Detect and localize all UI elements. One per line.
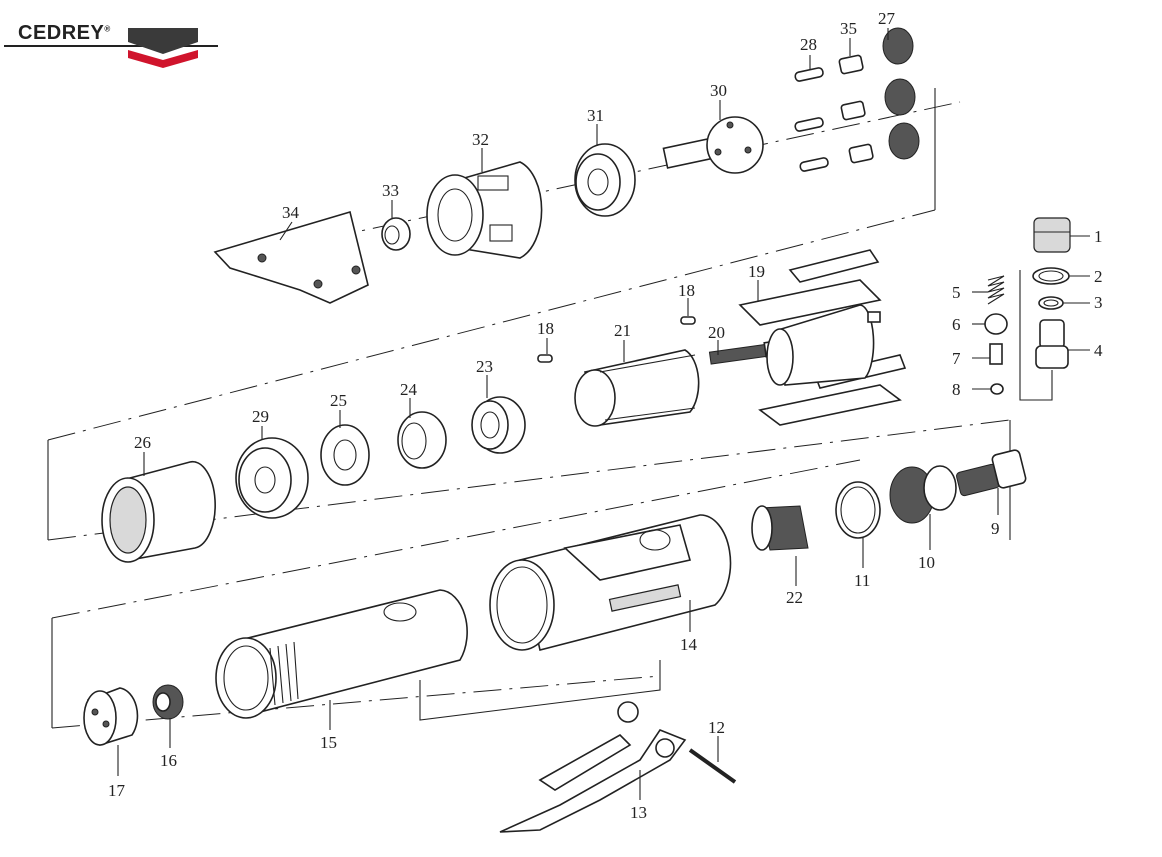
callout-22: 22 (786, 588, 803, 607)
callout-14: 14 (680, 635, 698, 654)
part-22-clip (751, 505, 809, 551)
part-18-pin-b (680, 316, 696, 325)
part-34-plate (213, 210, 369, 304)
callout-11: 11 (854, 571, 870, 590)
part-21-cylinder (574, 349, 700, 427)
callout-27: 27 (878, 9, 896, 28)
part-31-bearing (574, 143, 636, 217)
callout-1: 1 (1094, 227, 1103, 246)
callout-23: 23 (476, 357, 493, 376)
callout-numbers: 1 2 3 4 5 6 7 8 9 10 11 12 13 14 15 16 1… (108, 9, 1103, 822)
callout-18-a: 18 (537, 319, 554, 338)
callout-12: 12 (708, 718, 725, 737)
part-25-washer (320, 424, 370, 486)
part-14-housing (489, 514, 732, 651)
callout-10: 10 (918, 553, 935, 572)
part-18-pin-a (537, 354, 553, 363)
callout-20: 20 (708, 323, 725, 342)
part-19-rotor-vanes (738, 249, 907, 426)
part-7-valve-stem (989, 343, 1003, 365)
part-8-o-ring (990, 383, 1004, 395)
callout-18-b: 18 (678, 281, 695, 300)
part-27-planet-gears (882, 27, 920, 160)
part-12-pin (688, 748, 737, 784)
part-33-bushing (381, 217, 411, 251)
callout-17: 17 (108, 781, 126, 800)
part-1-plug (1033, 217, 1071, 253)
part-2-washer (1032, 267, 1070, 285)
brand-logo-text: CEDREY® (18, 22, 111, 45)
callout-2: 2 (1094, 267, 1103, 286)
part-4-valve-seat (1035, 319, 1069, 369)
part-11-o-ring (835, 481, 881, 539)
callout-25: 25 (330, 391, 347, 410)
callout-5: 5 (952, 283, 961, 302)
callout-35: 35 (840, 19, 857, 38)
callout-9: 9 (991, 519, 1000, 538)
part-9-inlet-bushing (956, 449, 1027, 497)
part-35-needle-bearings (838, 54, 874, 164)
callout-28: 28 (800, 35, 817, 54)
part-26-sleeve (101, 460, 216, 563)
callout-33: 33 (382, 181, 399, 200)
callout-29: 29 (252, 407, 269, 426)
callout-24: 24 (400, 380, 418, 399)
callout-7: 7 (952, 349, 961, 368)
part-5-spring (987, 275, 1005, 305)
callout-8: 8 (952, 380, 961, 399)
part-13-trigger-lever (499, 701, 687, 833)
part-17-end-plate (83, 687, 139, 747)
callout-21: 21 (614, 321, 631, 340)
brand-name: CEDREY (18, 22, 105, 44)
part-29-bearing (235, 437, 309, 519)
callout-16: 16 (160, 751, 177, 770)
callout-26: 26 (134, 433, 151, 452)
callout-31: 31 (587, 106, 604, 125)
part-24-bearing (397, 411, 447, 469)
part-30-planet-carrier (662, 116, 764, 174)
part-28-pins (794, 67, 829, 172)
part-15-front-housing (215, 589, 468, 719)
callout-32: 32 (472, 130, 489, 149)
callout-leader-lines (117, 28, 1090, 800)
part-3-o-ring (1038, 296, 1064, 310)
callout-6: 6 (952, 315, 961, 334)
part-23-end-plate (471, 396, 526, 454)
callout-34: 34 (282, 203, 300, 222)
callout-19: 19 (748, 262, 765, 281)
brand-registered-mark: ® (104, 24, 111, 34)
brand-logo-emblem (4, 28, 218, 68)
callout-15: 15 (320, 733, 337, 752)
callout-4: 4 (1094, 341, 1103, 360)
part-6-ball (984, 313, 1008, 335)
callout-3: 3 (1094, 293, 1103, 312)
part-10-exhaust-deflector (889, 465, 957, 524)
part-16-bearing (152, 684, 184, 720)
callout-13: 13 (630, 803, 647, 822)
part-32-ring-gear (426, 161, 543, 259)
callout-30: 30 (710, 81, 727, 100)
